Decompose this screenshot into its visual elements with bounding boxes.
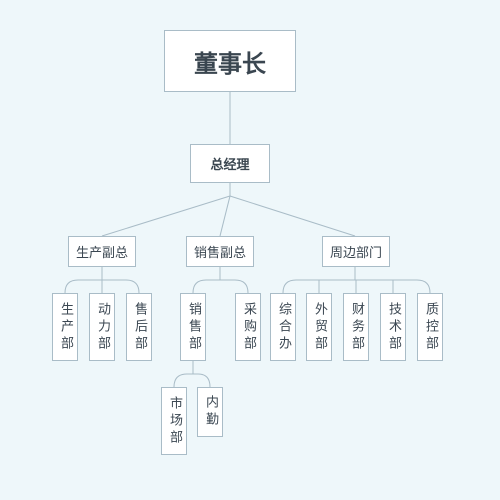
- vp-sales-node: 销售副总: [186, 236, 254, 267]
- periphery-departments-node: 周边部门: [322, 236, 390, 267]
- vp-production-node: 生产副总: [68, 236, 136, 267]
- chairman-node: 董事长: [164, 30, 296, 92]
- dept-foreign-trade-node: 外贸部: [306, 293, 332, 361]
- dept-purchasing-node: 采购部: [235, 293, 261, 361]
- dept-marketing-node: 市场部: [161, 387, 187, 455]
- dept-power-node: 动力部: [89, 293, 115, 361]
- dept-sales-node: 销售部: [180, 293, 206, 361]
- dept-quality-control-node: 质控部: [417, 293, 443, 361]
- dept-internal-affairs-node: 内勤: [197, 387, 223, 437]
- dept-finance-node: 财务部: [343, 293, 369, 361]
- dept-technology-node: 技术部: [380, 293, 406, 361]
- dept-general-office-node: 综合办: [270, 293, 296, 361]
- dept-after-sales-node: 售后部: [126, 293, 152, 361]
- general-manager-node: 总经理: [190, 144, 270, 183]
- dept-production-node: 生产部: [52, 293, 78, 361]
